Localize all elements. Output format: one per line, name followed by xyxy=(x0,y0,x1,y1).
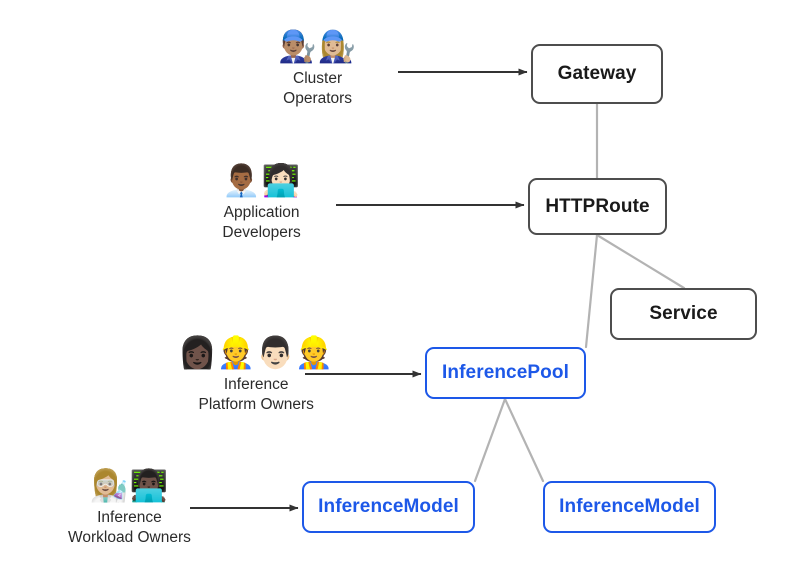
node-httproute[interactable]: HTTPRoute xyxy=(528,178,667,235)
persona-inference-workload-owners: 👩🏼‍🔬👨🏿‍💻 Inference Workload Owners xyxy=(68,471,191,549)
mechanic-pair-icon: 👨🏽‍🔧👩🏼‍🔧 xyxy=(278,29,358,65)
edge-httproute-to-service xyxy=(595,233,686,290)
persona-inference-platform-owners-label: Inference Platform Owners xyxy=(198,376,314,414)
node-httproute-label: HTTPRoute xyxy=(545,195,650,217)
node-service-label: Service xyxy=(649,303,718,324)
office-worker-technologist-pair-icon: 👨🏾‍💼👩🏻‍💻 xyxy=(222,163,302,199)
node-service[interactable]: Service xyxy=(610,288,757,340)
node-inferencepool[interactable]: InferencePool xyxy=(425,347,586,399)
node-gateway[interactable]: Gateway xyxy=(531,44,663,104)
persona-cluster-operators: 👨🏽‍🔧👩🏼‍🔧 Cluster Operators xyxy=(278,32,357,110)
node-gateway-label: Gateway xyxy=(557,63,637,84)
persona-application-developers: 👨🏾‍💼👩🏻‍💻 Application Developers xyxy=(222,166,301,244)
persona-application-developers-label: Application Developers xyxy=(222,204,301,242)
persona-cluster-operators-label: Cluster Operators xyxy=(283,70,353,108)
edge-inferencepool-to-inferencemodel-right xyxy=(503,397,545,483)
persona-inference-platform-owners: 👩🏿‍👷👨🏻‍👷 Inference Platform Owners xyxy=(178,338,334,416)
node-inferencemodel-left-label: InferenceModel xyxy=(318,496,459,517)
edge-httproute-to-inferencepool xyxy=(584,233,599,349)
scientist-technologist-pair-icon: 👩🏼‍🔬👨🏿‍💻 xyxy=(89,468,170,504)
edge-inferencepool-to-inferencemodel-left xyxy=(473,397,507,483)
persona-inference-workload-owners-label: Inference Workload Owners xyxy=(68,509,191,547)
persona-arrows xyxy=(190,68,528,512)
node-inferencemodel-right[interactable]: InferenceModel xyxy=(543,481,716,533)
node-inferencepool-label: InferencePool xyxy=(442,362,569,383)
node-inferencemodel-left[interactable]: InferenceModel xyxy=(302,481,475,533)
construction-worker-pair-icon: 👩🏿‍👷👨🏻‍👷 xyxy=(178,335,335,371)
node-inferencemodel-right-label: InferenceModel xyxy=(559,496,700,517)
